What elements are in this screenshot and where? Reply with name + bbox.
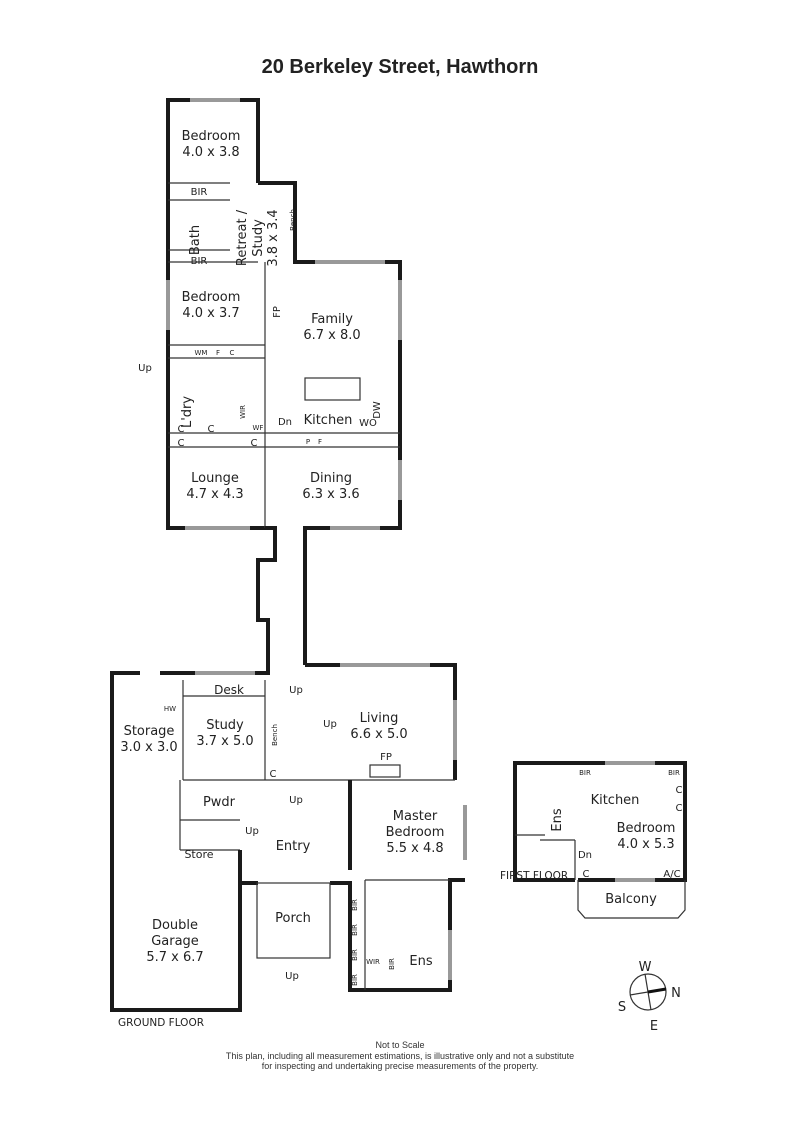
room-bedroom-1-size: 4.0 x 3.8: [182, 145, 239, 160]
room-master-name2: Bedroom: [386, 825, 445, 840]
fixture-bir: BIR: [191, 187, 208, 198]
room-balcony: Balcony: [605, 892, 657, 907]
fixture-c: C: [676, 785, 683, 796]
fixture-c: C: [230, 349, 235, 357]
fixture-dw: DW: [372, 401, 383, 419]
room-ff-bedroom-size: 4.0 x 5.3: [617, 837, 674, 852]
room-storage-size: 3.0 x 3.0: [120, 740, 177, 755]
fixture-bench: Bench: [289, 209, 297, 231]
walls-upper-wing: [166, 98, 402, 530]
room-bedroom-1-name: Bedroom: [182, 129, 241, 144]
room-study-name: Study: [206, 718, 244, 733]
fixture-bir: BIR: [351, 974, 359, 986]
walls-corridor: [256, 526, 315, 665]
stair-up: Up: [289, 795, 303, 806]
fixture-bir: BIR: [351, 924, 359, 936]
fixture-wo: WO: [359, 418, 377, 429]
stair-down: Dn: [578, 850, 592, 861]
fixture-bir: BIR: [668, 769, 680, 777]
compass-n: N: [671, 986, 681, 1001]
room-bedroom-2-name: Bedroom: [182, 290, 241, 305]
compass-w: W: [639, 960, 652, 975]
room-ff-ensuite: Ens: [550, 808, 565, 831]
room-retreat-size: 3.8 x 3.4: [266, 209, 281, 266]
room-ff-bedroom-name: Bedroom: [617, 821, 676, 836]
fixture-ac: A/C: [663, 869, 680, 880]
walls-first-floor: [513, 761, 687, 919]
room-kitchen: Kitchen: [304, 413, 353, 428]
fixture-p: P: [306, 438, 310, 446]
stair-up: Up: [323, 719, 337, 730]
fixture-c: C: [676, 803, 683, 814]
room-garage-name2: Garage: [151, 934, 199, 949]
room-ensuite: Ens: [409, 954, 432, 969]
room-dining-name: Dining: [310, 471, 352, 486]
fixture-hw: HW: [164, 705, 176, 713]
room-family-size: 6.7 x 8.0: [303, 328, 360, 343]
first-floor-label: FIRST FLOOR: [500, 870, 568, 882]
room-lounge-name: Lounge: [191, 471, 239, 486]
room-retreat-name2: Study: [251, 219, 266, 257]
room-powder: Pwdr: [203, 795, 236, 810]
room-dining-size: 6.3 x 3.6: [302, 487, 359, 502]
fixture-f: F: [318, 438, 322, 446]
fixture-bir: BIR: [388, 958, 396, 970]
fixture-wm: WM: [195, 349, 208, 357]
room-living-size: 6.6 x 5.0: [350, 727, 407, 742]
walls-lower-block: [110, 663, 467, 1012]
fixture-c: C: [208, 424, 215, 435]
room-bath: Bath: [188, 225, 203, 255]
room-lounge-size: 4.7 x 4.3: [186, 487, 243, 502]
fixture-c: C: [251, 438, 258, 449]
fixture-bir: BIR: [191, 256, 208, 267]
stair-up: Up: [138, 363, 152, 374]
fixture-c: C: [270, 769, 277, 780]
fixture-bir: BIR: [351, 899, 359, 911]
room-retreat-name: Retreat /: [235, 209, 250, 266]
fixture-fp: FP: [272, 306, 283, 318]
room-bedroom-2-size: 4.0 x 3.7: [182, 306, 239, 321]
room-living-name: Living: [360, 711, 399, 726]
page-title: 20 Berkeley Street, Hawthorn: [261, 56, 539, 78]
room-wir: WIR: [366, 958, 380, 966]
room-garage-name: Double: [152, 918, 198, 933]
room-study-size: 3.7 x 5.0: [196, 734, 253, 749]
room-ff-kitchen: Kitchen: [591, 793, 640, 808]
ground-floor-label: GROUND FLOOR: [118, 1017, 204, 1029]
fixture-fp: FP: [380, 752, 392, 763]
room-store: Store: [184, 848, 213, 861]
disclaimer-line-2: for inspecting and undertaking precise m…: [261, 1061, 539, 1071]
scale-note: Not to Scale: [375, 1040, 425, 1050]
stair-down: Dn: [278, 417, 292, 428]
disclaimer-line-1: This plan, including all measurement est…: [225, 1050, 575, 1061]
disclaimer: Not to Scale This plan, including all me…: [0, 1040, 800, 1072]
fixture-bir: BIR: [351, 949, 359, 961]
fixture-bir: BIR: [579, 769, 591, 777]
compass-s: S: [618, 1000, 626, 1015]
room-porch: Porch: [275, 911, 311, 926]
fixture-desk: Desk: [214, 683, 244, 697]
stair-up: Up: [289, 685, 303, 696]
room-master-size: 5.5 x 4.8: [386, 841, 443, 856]
fixture-c: C: [178, 438, 185, 449]
stair-up: Up: [245, 826, 259, 837]
compass-e: E: [650, 1019, 658, 1034]
fixture-bench: Bench: [271, 724, 279, 746]
fixture-wf: WF: [253, 424, 264, 432]
fixture-c: C: [178, 424, 185, 435]
fixture-wir: WIR: [239, 405, 247, 419]
room-master-name: Master: [393, 809, 438, 824]
stair-up: Up: [285, 971, 299, 982]
fixture-c: C: [583, 869, 590, 880]
room-entry: Entry: [276, 839, 311, 854]
compass-icon: W N S E: [618, 960, 681, 1034]
room-laundry: L'dry: [180, 396, 195, 428]
room-storage-name: Storage: [124, 724, 175, 739]
fixture-f: F: [216, 349, 220, 357]
room-garage-size: 5.7 x 6.7: [146, 950, 203, 965]
room-family-name: Family: [311, 312, 353, 327]
